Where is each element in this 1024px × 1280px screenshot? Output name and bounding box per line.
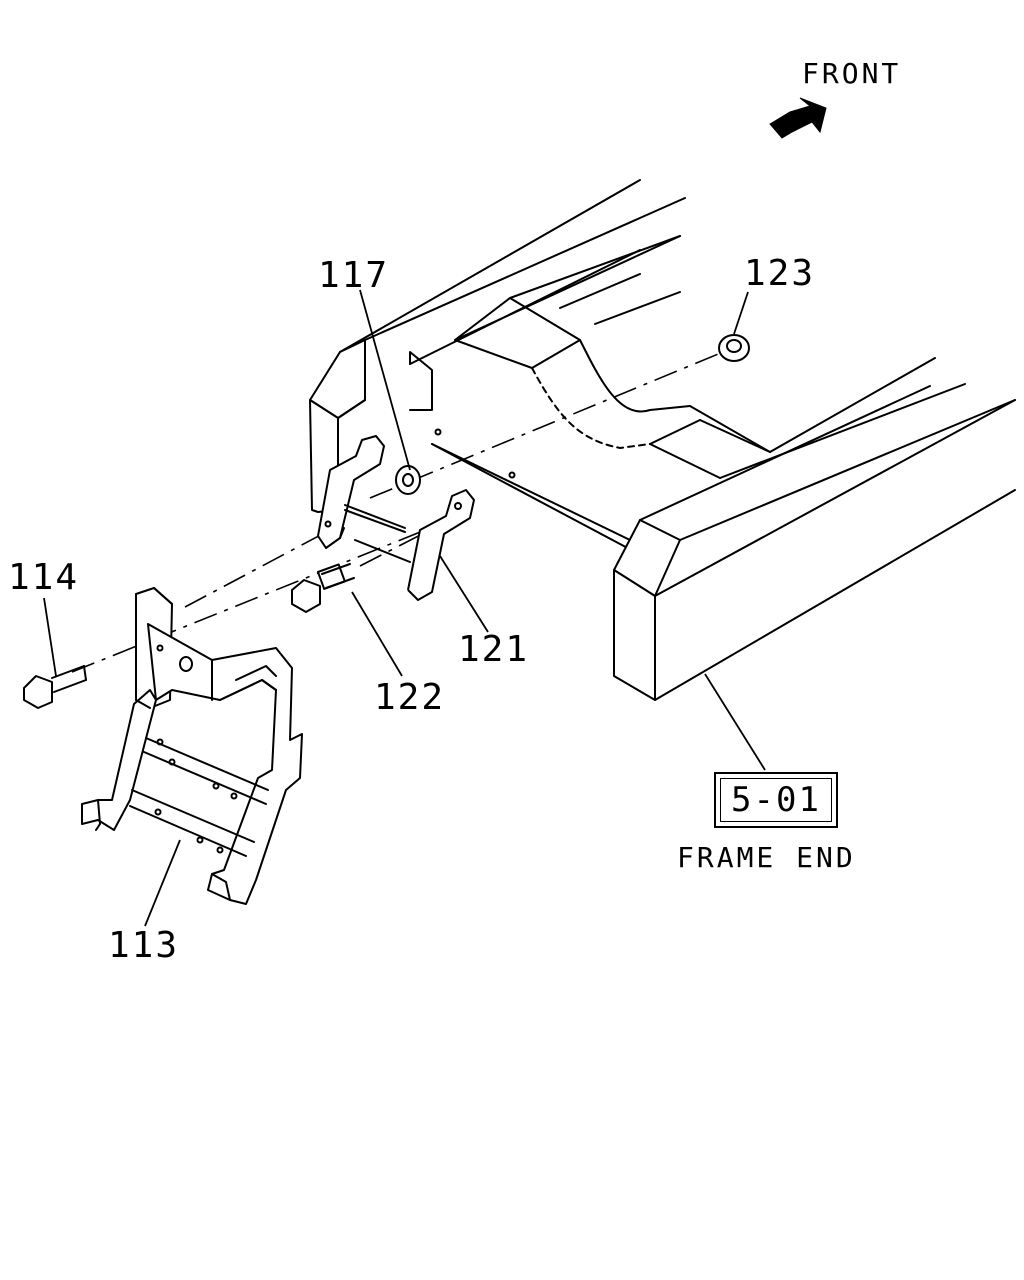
leader-121 [439,555,489,633]
bolt-axis-114 [71,511,471,673]
callout-122: 122 [374,677,446,718]
bolt-114 [23,665,87,709]
frame-rail [309,179,1016,701]
carrier-113 [81,587,303,905]
leader-114 [43,597,57,677]
front-label: FRONT [802,57,902,90]
bracket-121 [317,435,475,601]
reference-box: 5-01 [714,772,838,828]
washer-117 [395,465,421,495]
bolt-122 [291,563,355,613]
leader-122 [351,591,403,677]
nut-123 [718,334,750,362]
leader-113 [144,839,181,927]
reference-caption: FRAME END [677,841,856,874]
callout-121: 121 [458,629,530,670]
leader-5-01 [704,673,766,771]
front-arrow-icon [769,97,827,139]
leader-117 [359,289,411,471]
callout-113: 113 [108,925,180,966]
callout-123: 123 [744,253,816,294]
leader-123 [733,291,749,335]
callout-117: 117 [318,255,390,296]
reference-code: 5-01 [720,778,832,822]
callout-114: 114 [8,557,80,598]
